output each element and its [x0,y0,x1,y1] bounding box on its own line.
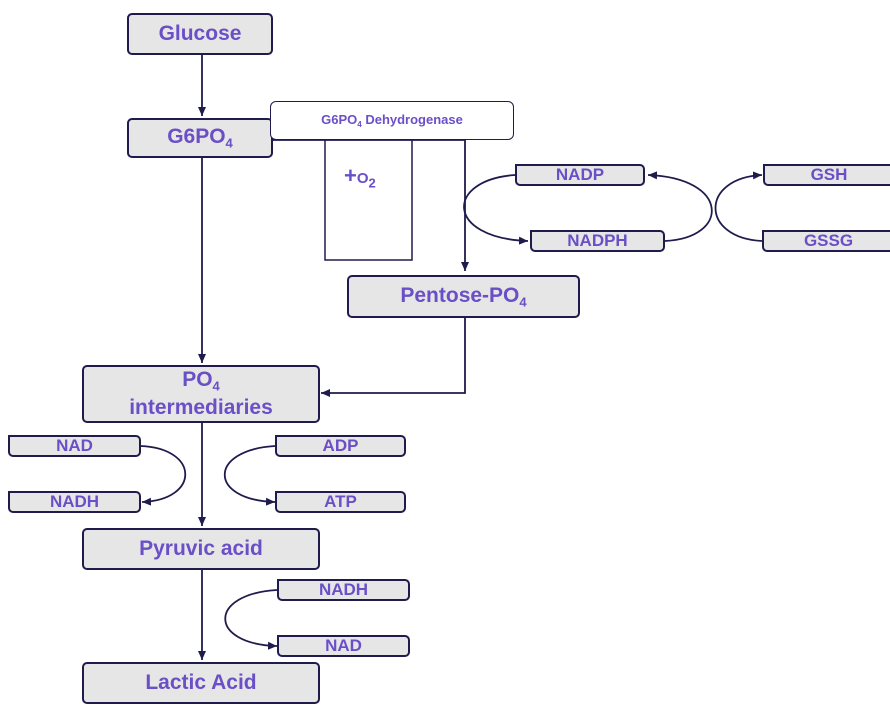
node-pentose-po4: Pentose-PO4 [347,275,580,318]
nad-right-label: NAD [325,636,362,655]
node-glucose: Glucose [127,13,273,55]
node-gssg: GSSG [762,230,890,252]
node-nadh-right: NADH [277,579,410,601]
enzyme-g6po4-dehydrogenase: G6PO4 Dehydrogenase [270,101,514,140]
node-adp: ADP [275,435,406,457]
arrow-adp-to-atp [223,445,276,506]
arrow-nadp-to-nadph [463,174,529,245]
arrow-pentose-to-po4 [321,318,466,397]
node-pyruvic-acid: Pyruvic acid [82,528,320,570]
node-nadph: NADPH [530,230,665,252]
oxygen-label: +O2 [344,163,376,191]
g6po4-label: G6PO4 [167,125,233,151]
nadh-left-label: NADH [49,492,100,511]
nadp-label: NADP [555,165,605,184]
arrow-nad-to-nadh [139,445,187,506]
node-g6po4: G6PO4 [127,118,273,158]
node-nadp: NADP [515,164,645,186]
pyruvic-label: Pyruvic acid [139,537,263,560]
intermediaries-label: intermediaries [129,396,273,420]
arrow-nadh-to-nad [224,589,278,650]
pentose-label: Pentose-PO4 [400,283,527,310]
glucose-label: Glucose [158,22,242,45]
node-lactic-acid: Lactic Acid [82,662,320,704]
enzyme-label: G6PO4 Dehydrogenase [321,112,463,129]
atp-label: ATP [324,492,357,511]
arrow-gssg-to-gsh [714,171,763,242]
node-nad-right: NAD [277,635,410,657]
node-nad-left: NAD [8,435,141,457]
oxygen-box [324,131,413,261]
arrow-nadph-to-nadp [647,171,713,242]
node-po4-intermediaries: PO4 intermediaries [82,365,320,423]
nadph-label: NADPH [567,231,628,250]
node-atp: ATP [275,491,406,513]
gssg-label: GSSG [803,231,854,250]
lactic-label: Lactic Acid [145,671,257,694]
po4-label: PO4 [182,367,220,394]
gsh-label: GSH [810,165,848,184]
node-gsh: GSH [763,164,890,186]
node-nadh-left: NADH [8,491,141,513]
adp-label: ADP [322,436,359,455]
nad-left-label: NAD [56,436,93,455]
nadh-right-label: NADH [318,580,369,599]
